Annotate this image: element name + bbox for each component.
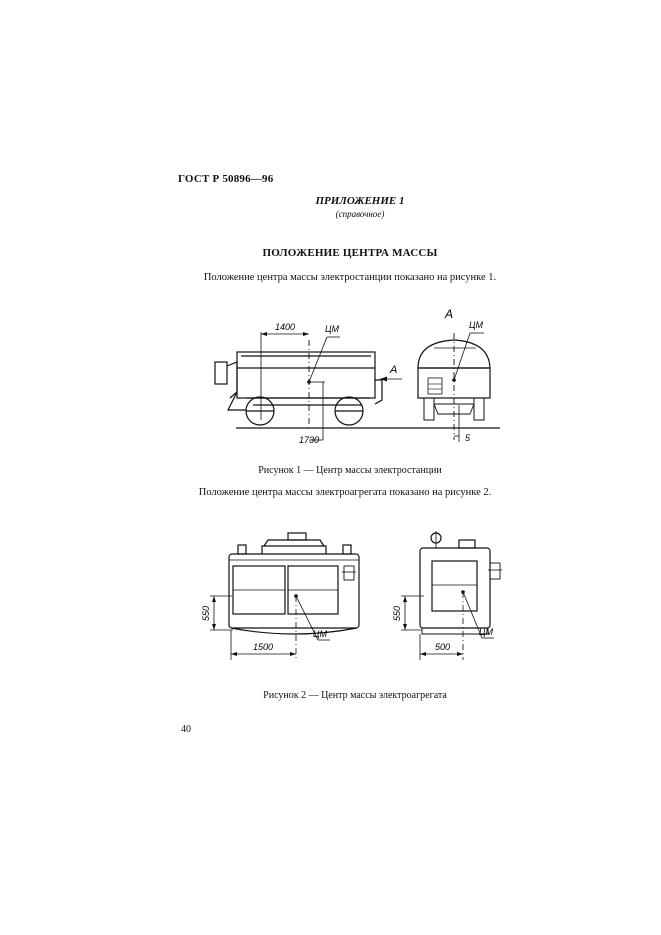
fig2-front-dim-550: 550 — [201, 606, 211, 621]
fig2-side-body — [419, 547, 491, 629]
fig1-dim-1400: 1400 — [275, 322, 295, 332]
paragraph-2: Положение центра массы электроагрегата п… — [198, 487, 492, 498]
fig1-end-view-dome — [417, 339, 491, 369]
fig1-cm-point — [307, 380, 311, 384]
fig2-front-body — [228, 553, 360, 629]
fig2-front-cm-point — [294, 594, 298, 598]
appendix-note: (справочное) — [335, 209, 385, 219]
document-code: ГОСТ Р 50896—96 — [178, 173, 274, 185]
fig2-side-cm-point — [461, 590, 465, 594]
fig2-front-cm-label: ЦМ — [313, 629, 328, 639]
fig1-front-box — [214, 361, 228, 385]
figure-2-caption: Рисунок 2 — Центр массы электроагрегата — [263, 690, 447, 701]
fig2-side-panel — [431, 560, 478, 612]
fig1-drawbar — [227, 391, 246, 411]
fig1-view-label: А — [444, 307, 453, 321]
fig1-dim-1730: 1730 — [299, 435, 319, 445]
fig1-dim-5: 5 — [465, 433, 471, 443]
figure-1-caption: Рисунок 1 — Центр массы электростанции — [258, 465, 442, 476]
fig2-front-dim-1500: 1500 — [253, 642, 273, 652]
fig1-end-cm-label: ЦМ — [469, 320, 484, 330]
fig2-side-dim-550: 550 — [392, 606, 402, 621]
page-number: 40 — [181, 724, 191, 735]
fig1-arrow-label: А — [389, 364, 397, 376]
appendix-title: ПРИЛОЖЕНИЕ 1 — [315, 195, 405, 207]
paragraph-1: Положение центра массы электростанции по… — [203, 272, 497, 283]
section-title: ПОЛОЖЕНИЕ ЦЕНТРА МАССЫ — [262, 247, 438, 259]
fig2-side-cm-label: ЦМ — [479, 627, 494, 637]
fig1-cm-label: ЦМ — [325, 324, 340, 334]
fig2-side-dim-500: 500 — [435, 642, 450, 652]
